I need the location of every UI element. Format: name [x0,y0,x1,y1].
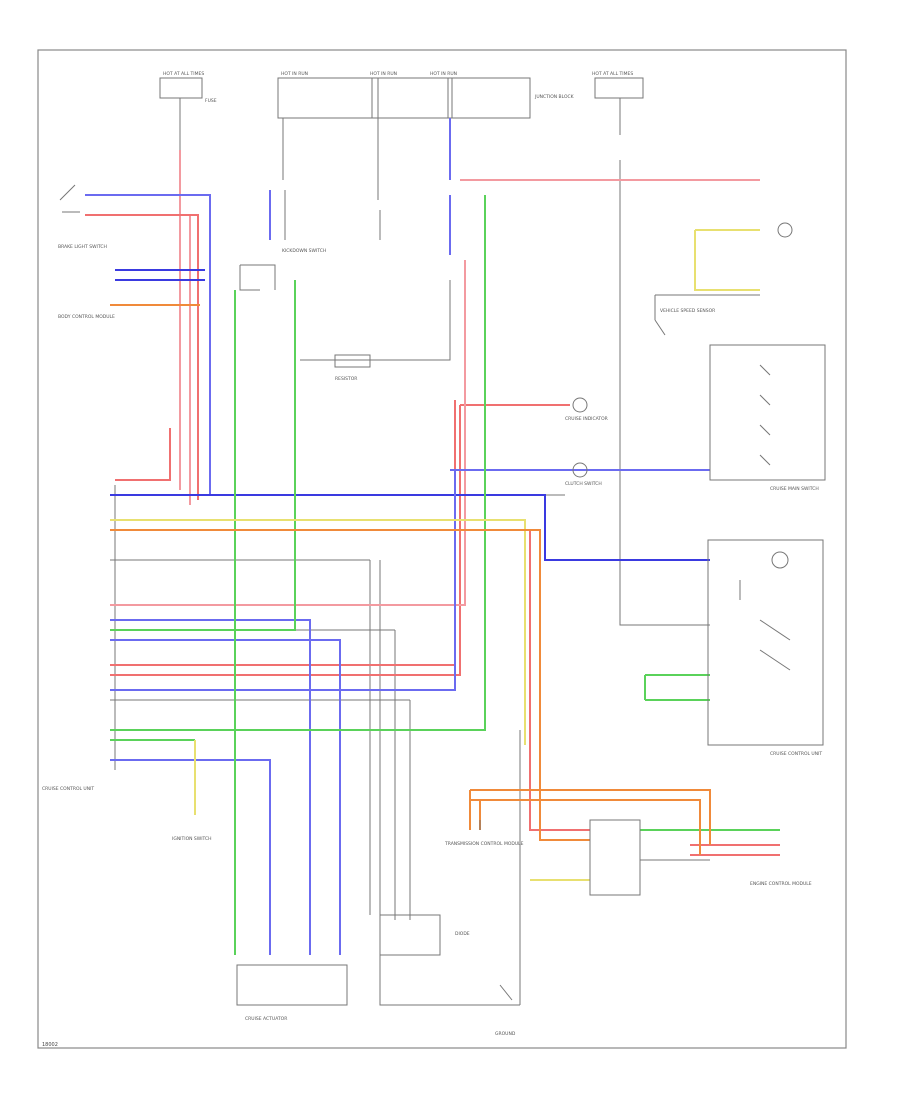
fuse-box-1 [159,77,203,99]
cruise-control-unit-box [707,539,824,746]
wire-navy-connector [115,269,205,281]
brake-pedal-contact [59,184,80,213]
fuse-label-hot-at-all-times-2: HOT AT ALL TIMES [592,71,633,77]
fuse-label-hot-in-run-3: HOT IN RUN [430,71,457,77]
wire-gray-3 [377,118,381,240]
label-cruise-control-unit: CRUISE CONTROL UNIT [770,751,822,757]
label-ignition-switch: IGNITION SWITCH [172,836,212,842]
connector-thin [110,494,565,701]
wire-green-2 [110,280,296,631]
wire-blue-1 [85,194,211,495]
label-ground: GROUND [495,1031,516,1037]
cruise-unit-motor [771,551,789,569]
blue-wires [85,118,710,955]
label-kickdown-switch: KICKDOWN SWITCH [282,248,326,254]
gray-wires [110,98,760,1006]
fuse-block-top: HOT AT ALL TIMES HOT IN RUN HOT IN RUN H… [159,71,644,119]
wire-red-pot [115,428,171,481]
ground-line-1 [654,294,760,320]
label-clutch-switch: CLUTCH SWITCH [565,481,602,487]
label-vehicle-speed-sensor: VEHICLE SPEED SENSOR [660,308,715,314]
brake-light-switch-box [379,914,441,956]
switch-contacts-main [759,364,771,466]
components [59,184,826,1006]
label-body-control-module: BODY CONTROL MODULE [58,314,115,320]
wire-yellow-1 [110,519,526,745]
wire-pink-4 [110,260,466,606]
label-engine-control-module: ENGINE CONTROL MODULE [750,881,812,887]
diagram-frame [37,49,847,1049]
wire-blue-8 [110,639,341,955]
wire-red-1 [85,214,199,500]
resistor-line [300,280,451,361]
kickdown-contacts [239,264,276,291]
wire-orange-3 [470,789,711,855]
red-wires [85,150,780,856]
wire-navy-1 [110,494,710,561]
yellow-orange-wires [110,229,760,881]
cruise-actuator-box [236,964,348,1006]
label-cruise-main-switch: CRUISE MAIN SWITCH [770,486,819,492]
switch-contacts-unit [739,580,791,671]
wire-blue-7 [110,619,311,955]
cruise-indicator-lamp [572,397,588,413]
green-wires [110,195,780,955]
wire-blue-6 [110,759,271,955]
brake-switch-contact [499,984,513,1001]
label-cruise-indicator: CRUISE INDICATOR [565,416,608,422]
fuse-label-hot-in-run-2: HOT IN RUN [370,71,397,77]
fuse-label: FUSE [205,98,217,104]
wire-orange-2 [110,529,590,841]
label-cruise-control-unit-left: CRUISE CONTROL UNIT [42,786,94,792]
wire-gray-2 [282,118,286,240]
wire-gray-long [619,160,710,626]
wire-red-3 [110,400,456,666]
resistor-box [334,354,371,368]
fuse-box-4 [447,77,531,119]
label-cruise-actuator: CRUISE ACTUATOR [245,1016,287,1022]
wire-red-4 [110,529,590,831]
clutch-switch-lamp [572,462,588,478]
fuse-label-hot-in-run-1: HOT IN RUN [281,71,308,77]
label-resistor: RESISTOR [335,376,357,382]
wire-green-tcm [644,674,710,701]
cruise-main-switch-box [709,344,826,481]
label-transmission-control-module: TRANSMISSION CONTROL MODULE [444,841,524,847]
fuse-box-2 [277,77,379,119]
vehicle-speed-sensor-circle [777,222,793,238]
wire-gray-bus-2 [394,630,411,920]
ground-symbols [479,319,666,830]
label-brake-light-switch: BRAKE LIGHT SWITCH [58,244,107,250]
fuse-box-5 [594,77,644,99]
fuse-label-hot-at-all-times: HOT AT ALL TIMES [163,71,204,77]
junction-block-label: JUNCTION BLOCK [534,94,575,100]
label-diode: DIODE [455,931,470,937]
wire-gray-bus [369,560,520,1006]
engine-control-module-box [589,819,641,896]
footer-code: 18002 [42,1042,58,1048]
wire-blue-5 [110,470,456,691]
wire-orange-4 [469,790,481,830]
wire-yellow-2 [694,229,760,291]
component-labels: BRAKE LIGHT SWITCH BODY CONTROL MODULE K… [42,244,822,1037]
fuse-box-3 [371,77,453,119]
wire-red-ecm [690,844,780,856]
wire-green-3 [110,195,486,731]
